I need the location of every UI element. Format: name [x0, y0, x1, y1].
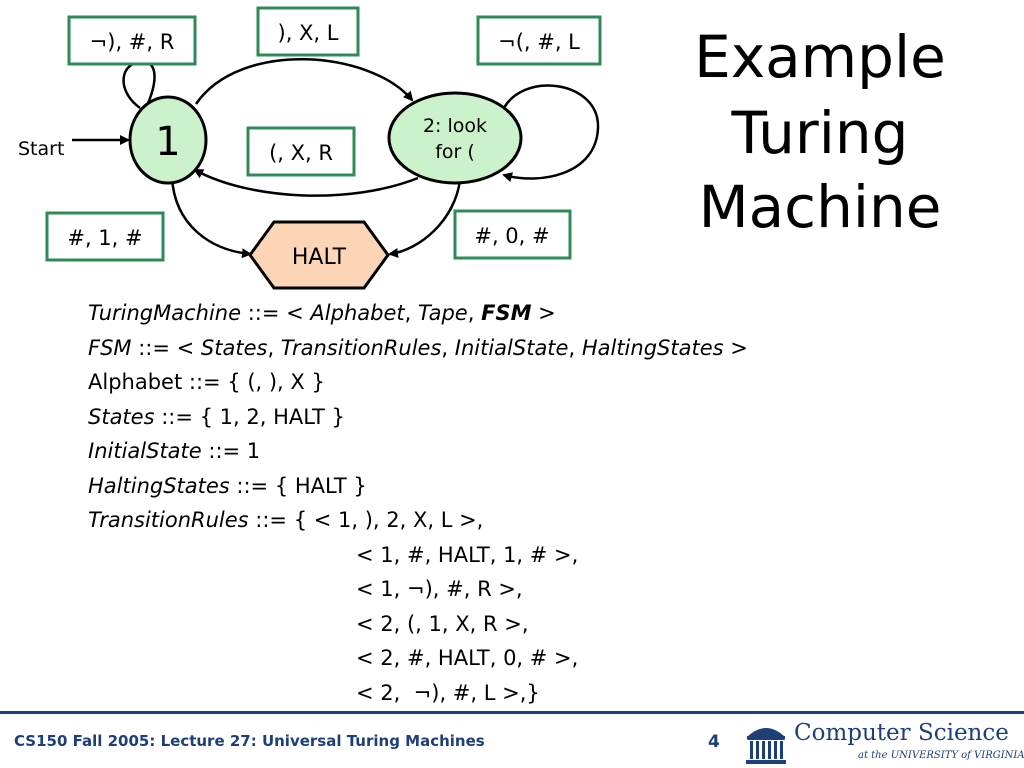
- edge-2-to-halt: [388, 179, 462, 258]
- transition-rule: < 2, ¬), #, L >,}: [356, 680, 540, 705]
- page-number: 4: [708, 732, 720, 752]
- label-hash-0-hash: #, 0, #: [474, 224, 549, 248]
- label-hash-1-hash: #, 1, #: [67, 226, 142, 250]
- def-transition-rules: TransitionRules ::= { < 1, ), 2, X, L >,: [88, 508, 484, 532]
- state-2: [387, 91, 523, 185]
- edge-1-to-halt: [170, 177, 252, 259]
- state-1: [128, 95, 208, 185]
- department-logo: Computer Science at the UNIVERSITY of VI…: [744, 718, 1024, 768]
- label-box-hash-0-hash: [453, 209, 572, 260]
- state-2-label-line2: for (: [435, 141, 475, 163]
- def-turing-machine: TuringMachine ::= < Alphabet, Tape, FSM …: [88, 301, 556, 325]
- title-line-1: Example: [694, 23, 946, 91]
- start-label: Start: [18, 138, 64, 160]
- rotunda-icon: [746, 728, 786, 764]
- def-alphabet: Alphabet ::= { (, ), X }: [88, 370, 325, 394]
- formal-definition: TuringMachine ::= < Alphabet, Tape, FSM …: [88, 296, 748, 710]
- footer-divider: [0, 711, 1024, 714]
- transition-rule: < 1, ¬), #, R >,: [356, 577, 523, 601]
- title-line-3: Machine: [698, 173, 942, 241]
- state-diagram: Start 1 2: look for ( HALT ¬), #, R ), X…: [18, 6, 602, 290]
- def-states: States ::= { 1, 2, HALT }: [88, 404, 345, 429]
- edge-1-to-2: [194, 58, 414, 105]
- edge-2-to-1: [193, 168, 419, 197]
- label-box-not-close: [67, 15, 197, 66]
- state-2-label-line1: 2: look: [423, 115, 487, 137]
- label-box-close-x-l: [256, 6, 360, 57]
- label-close-x-l: ), X, L: [278, 21, 339, 45]
- label-box-not-open: [476, 15, 602, 66]
- transition-rule: < 1, #, HALT, 1, # >,: [356, 542, 579, 567]
- label-box-hash-1-hash: [45, 211, 165, 262]
- footer-course-title: CS150 Fall 2005: Lecture 27: Universal T…: [14, 732, 485, 750]
- label-open-x-r: (, X, R: [269, 141, 333, 165]
- label-not-close-hash-r: ¬), #, R: [90, 30, 175, 54]
- logo-computer-science: Computer Science: [794, 720, 1009, 746]
- halt-label: HALT: [292, 245, 347, 270]
- def-initial-state: InitialState ::= 1: [88, 439, 261, 463]
- edge-2-self-loop: [500, 84, 600, 182]
- state-1-label: 1: [155, 119, 180, 165]
- label-not-open-hash-l: ¬(, #, L: [498, 30, 580, 54]
- logo-university: at the UNIVERSITY of VIRGINIA: [858, 750, 1024, 761]
- transition-rule: < 2, (, 1, X, R >,: [356, 611, 529, 636]
- def-halting-states: HaltingStates ::= { HALT }: [88, 473, 367, 498]
- halt-state: [248, 220, 390, 290]
- def-fsm: FSM ::= < States, TransitionRules, Initi…: [88, 335, 748, 360]
- transition-rule: < 2, #, HALT, 0, # >,: [356, 646, 579, 670]
- title-line-2: Turing: [731, 99, 909, 167]
- label-box-open-x-r: [246, 126, 356, 177]
